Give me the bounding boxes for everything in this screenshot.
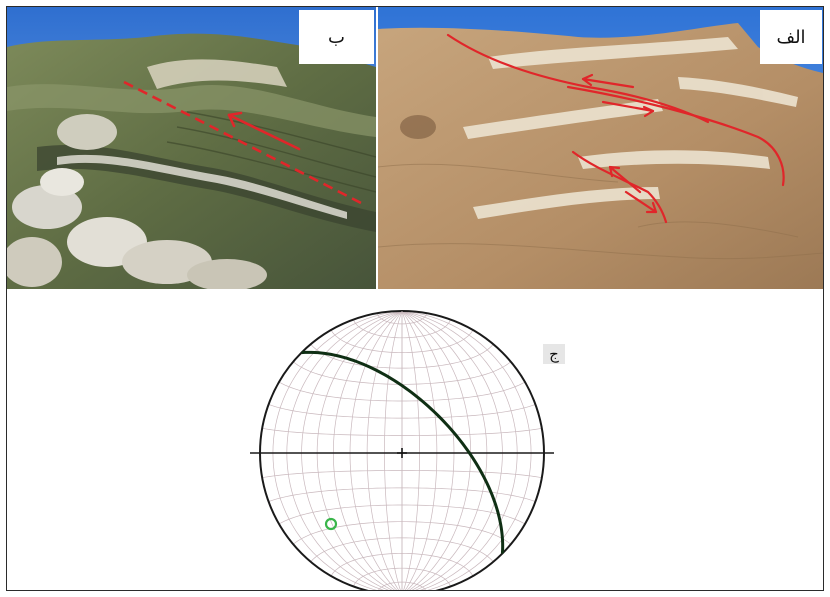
net-grid [262, 310, 542, 590]
fault-trace-dashed [123, 80, 366, 207]
bedding-lines [166, 111, 376, 193]
photo-alef-image [378, 7, 823, 289]
pole-marker [324, 517, 338, 531]
panel-label-b: ب [299, 10, 374, 64]
panel-label-alef: الف [760, 10, 822, 64]
stereonet [250, 310, 554, 590]
boulders [7, 114, 267, 289]
slope-texture [378, 163, 823, 260]
dark-layer [37, 145, 376, 232]
center-cross-icon [397, 448, 407, 458]
fault-plane-great-circle [301, 350, 505, 554]
rock-band [7, 84, 376, 137]
net-great-circle [401, 310, 488, 590]
net-great-circle [349, 310, 403, 590]
fault-traces [446, 33, 785, 224]
limestone-ridge [147, 59, 287, 89]
fault-arrow-icon [227, 111, 301, 151]
panel-label-jim: ج [543, 344, 565, 364]
net-great-circle [401, 310, 455, 590]
limestone-beds [463, 37, 798, 219]
net-great-circle [401, 310, 503, 590]
photo-b-image [7, 7, 376, 289]
photo-alef-outcrop [378, 7, 823, 289]
fault-arrow-icon [581, 73, 655, 118]
shrub [400, 115, 436, 139]
photo-b-outcrop [7, 7, 376, 289]
fault-arrow-icon [608, 165, 658, 214]
white-layer [57, 154, 347, 219]
